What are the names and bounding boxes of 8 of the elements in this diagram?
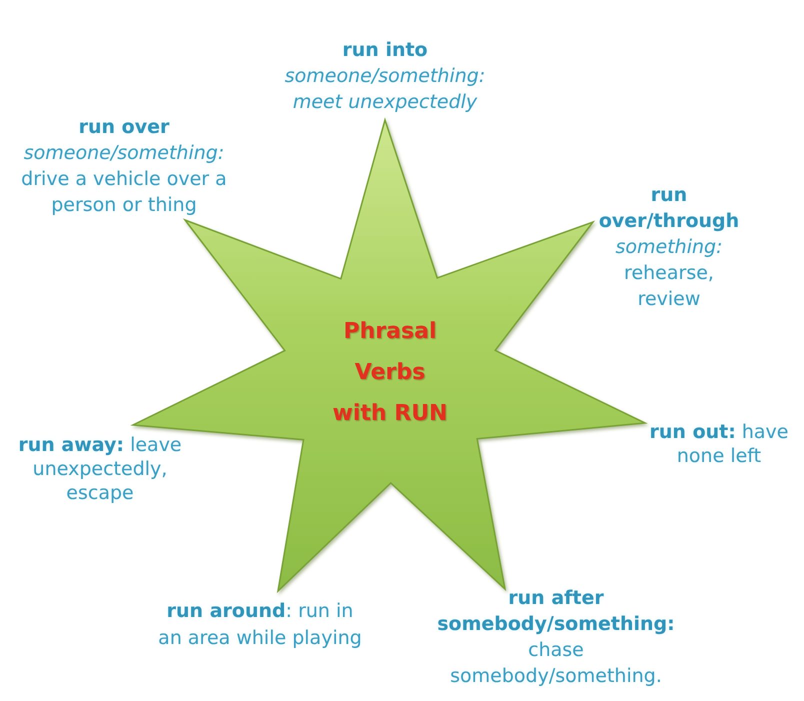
definition-text: run over/through something: rehearse, review bbox=[598, 183, 740, 312]
definition-text: run after somebody/something: chase somebody/something. bbox=[436, 586, 676, 689]
definition-text: run into someone/something: meet unexpectedly bbox=[284, 38, 486, 115]
definition-text: run away: leave unexpectedly, escape bbox=[17, 433, 183, 505]
definition-text: run out: have none left bbox=[648, 420, 790, 468]
definition-text: run over someone/something: drive a vehicle over a person or thing bbox=[20, 115, 228, 218]
center-title: Phrasal Verbs with RUN bbox=[332, 318, 448, 428]
definition-text: run around: run in an area while playing bbox=[157, 599, 363, 651]
